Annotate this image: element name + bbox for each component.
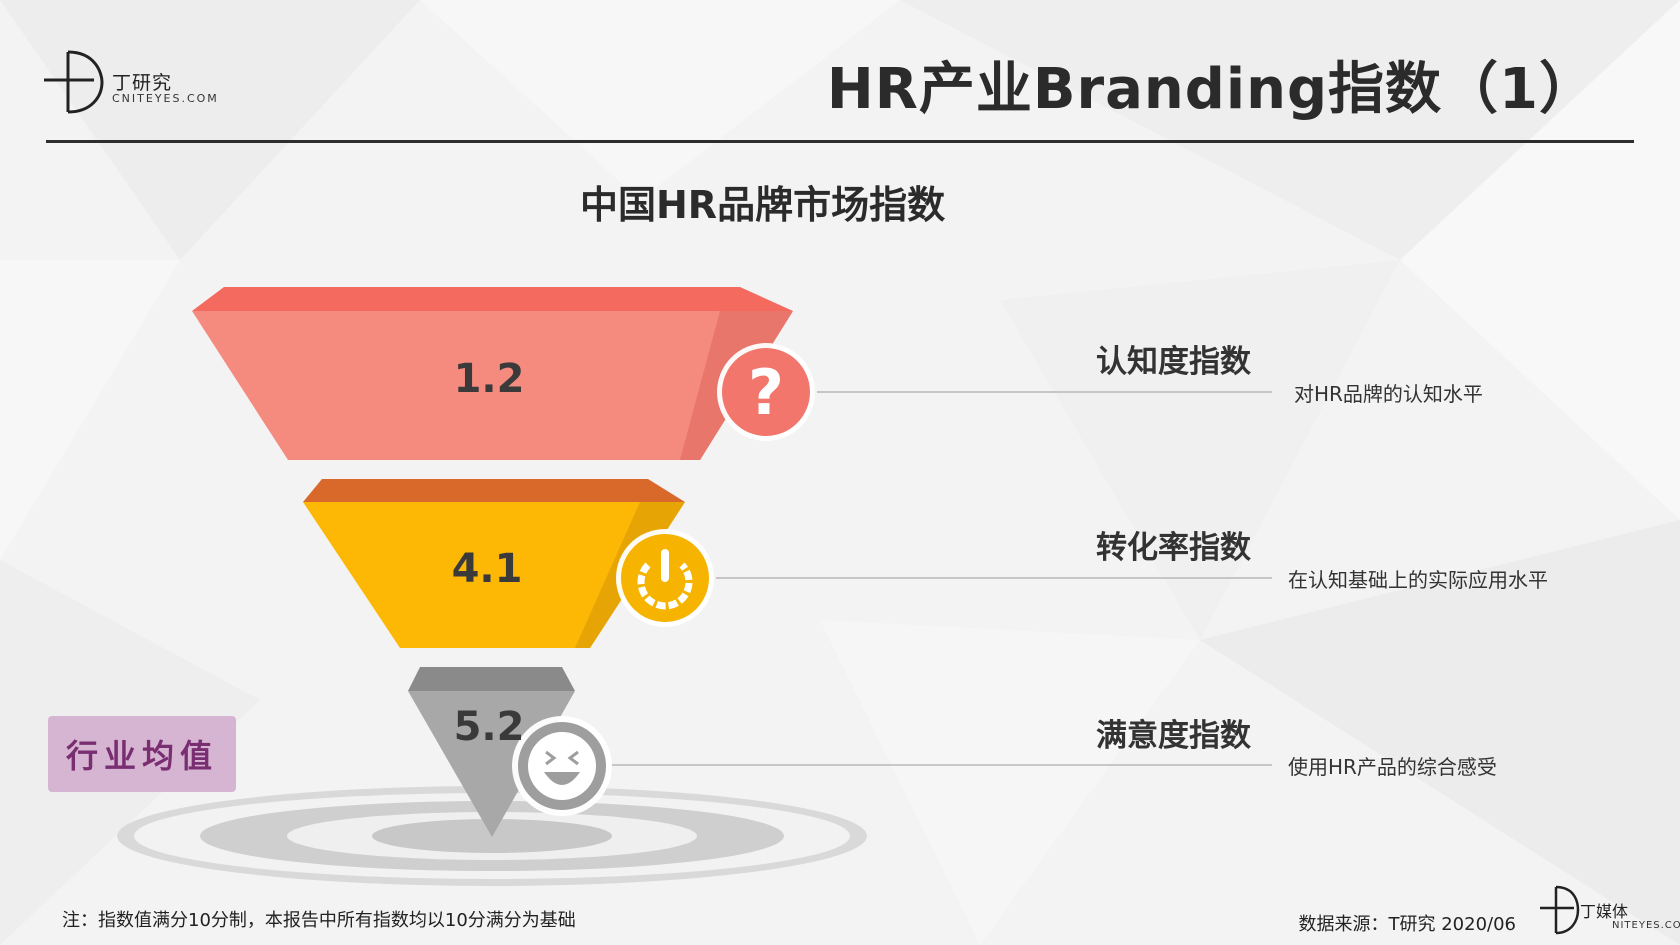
metric-title-satisfaction: 满意度指数 bbox=[1096, 718, 1251, 754]
metric-title-conversion: 转化率指数 bbox=[1096, 530, 1251, 566]
funnel-value-1: 1.2 bbox=[453, 356, 525, 402]
chart-title: 中国HR品牌市场指数 bbox=[580, 183, 946, 227]
metric-title-awareness: 认知度指数 bbox=[1096, 344, 1251, 380]
footer-brand-cn: 丁媒体 bbox=[1580, 902, 1629, 921]
data-source: 数据来源：T研究 2020/06 bbox=[1298, 914, 1517, 935]
funnel-value-3: 5.2 bbox=[453, 704, 525, 750]
footnote: 注：指数值满分10分制，本报告中所有指数均以10分满分为基础 bbox=[62, 910, 576, 931]
metric-desc-awareness: 对HR品牌的认知水平 bbox=[1294, 382, 1483, 406]
metric-desc-satisfaction: 使用HR产品的综合感受 bbox=[1288, 755, 1497, 779]
title-divider bbox=[46, 140, 1634, 143]
logo-text-en: CNITEYES.COM bbox=[112, 92, 219, 105]
metric-desc-conversion: 在认知基础上的实际应用水平 bbox=[1288, 568, 1548, 592]
industry-average-badge: 行业均值 bbox=[48, 716, 236, 792]
footer-brand-en: NITEYES.COM bbox=[1612, 920, 1680, 931]
logo-text-cn: 丁研究 bbox=[112, 72, 173, 94]
funnel-value-2: 4.1 bbox=[451, 546, 523, 592]
page-title: HR产业Branding指数（1） bbox=[826, 57, 1596, 122]
question-icon: ? bbox=[717, 343, 815, 441]
svg-text:?: ? bbox=[748, 356, 784, 429]
power-icon bbox=[616, 529, 714, 627]
logo: 丁研究 CNITEYES.COM bbox=[44, 48, 244, 118]
logo-mark-icon bbox=[44, 50, 104, 114]
laughing-face-icon bbox=[512, 716, 612, 816]
footer-logo-icon bbox=[1540, 885, 1580, 935]
